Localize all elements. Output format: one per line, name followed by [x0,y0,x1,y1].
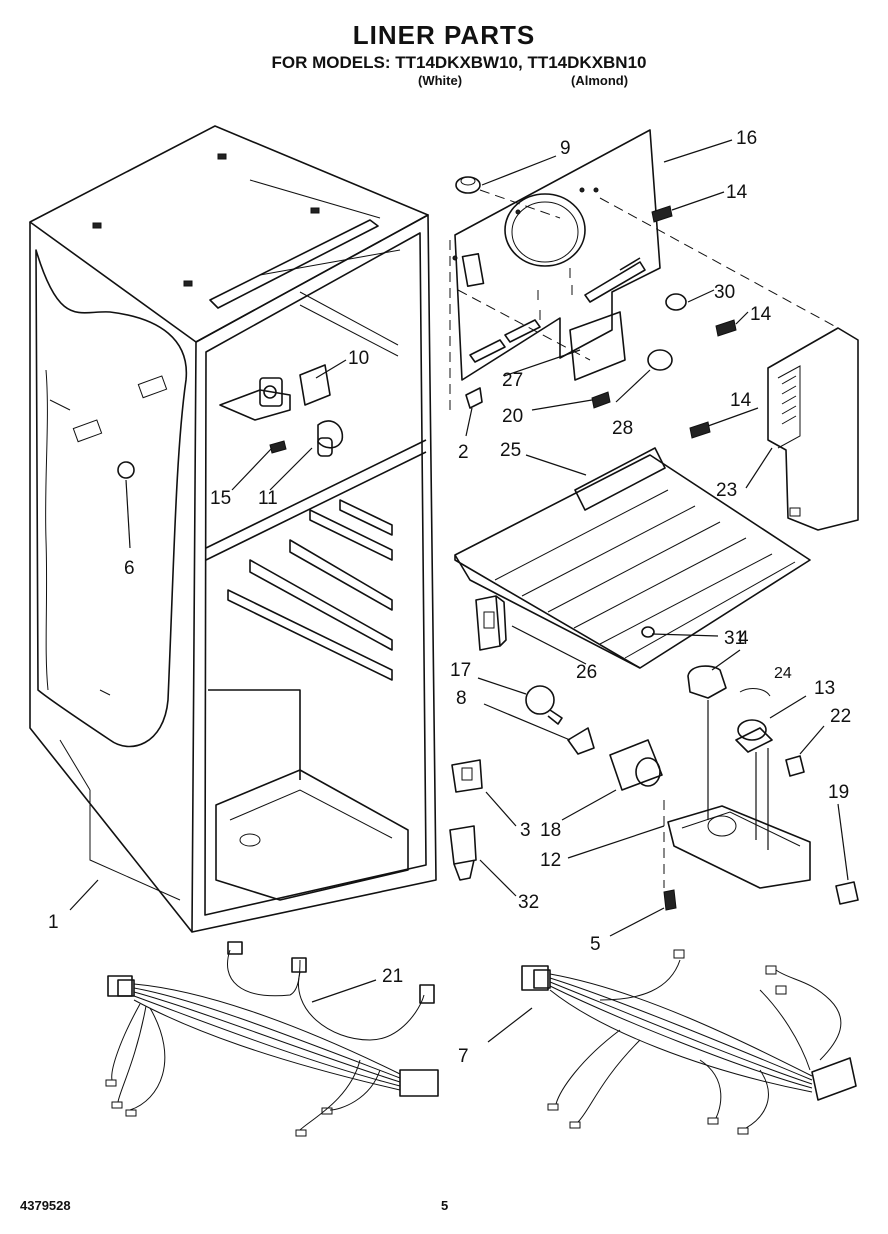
callout-14-b: 14 [750,304,772,325]
thermostat-assembly [663,665,859,911]
callout-9: 9 [560,138,571,159]
variant-almond-label: (Almond) [571,73,629,88]
callout-13: 13 [814,678,835,699]
document-number: 4379528 [20,1198,71,1213]
callout-5: 5 [590,934,601,955]
callout-14-a: 14 [726,182,748,203]
callout-6: 6 [124,558,135,579]
grommet-part [455,176,481,194]
callout-27: 27 [502,370,523,391]
callout-20: 20 [502,406,523,427]
callout-22: 22 [830,706,851,727]
callout-17: 17 [450,660,471,681]
callout-7: 7 [458,1046,469,1067]
control-housing [767,327,859,531]
variant-white-label: (White) [418,73,463,88]
freezer-shelf [454,447,811,669]
callout-28: 28 [612,418,633,439]
leader-lines [69,139,849,1043]
callout-31: 31 [724,628,745,649]
models-line: FOR MODELS: TT14DKXBW10, TT14DKXBN10 [271,53,647,72]
switch-parts [449,759,483,881]
callout-19: 19 [828,782,849,803]
callout-24: 24 [774,665,792,682]
callout-18: 18 [540,820,561,841]
control-bracket-assembly [219,364,344,457]
rear-panel [452,129,661,381]
callout-25: 25 [500,440,521,461]
callout-3: 3 [520,820,531,841]
light-socket-bracket [475,595,507,651]
screw-parts [591,205,737,439]
callout-10: 10 [348,348,369,369]
callout-16: 16 [736,128,757,149]
alignment-lines [449,189,839,410]
wire-harness-7 [521,949,857,1135]
callout-8: 8 [456,688,467,709]
callout-11: 11 [258,488,278,509]
callout-21: 21 [382,966,403,987]
callout-32: 32 [518,892,539,913]
callout-1: 1 [48,912,59,933]
callout-14-c: 14 [730,390,752,411]
callout-30: 30 [714,282,735,303]
callout-26: 26 [576,662,597,683]
light-assembly [525,685,663,791]
page-number: 5 [441,1198,449,1213]
callout-14-d: 14 [854,1227,856,1229]
callout-4: 4 [738,628,749,649]
page-title: LINER PARTS [352,20,536,50]
wire-harness-21 [105,941,439,1137]
callout-2: 2 [458,442,469,463]
callout-15: 15 [210,488,231,509]
plug-and-clip [465,349,673,409]
liner-cabinet [29,125,437,933]
callout-23: 23 [716,480,737,501]
callout-labels: 1 2 3 4 5 6 7 8 9 10 11 12 13 14 14 14 1… [48,128,856,1229]
callout-12: 12 [540,850,561,871]
